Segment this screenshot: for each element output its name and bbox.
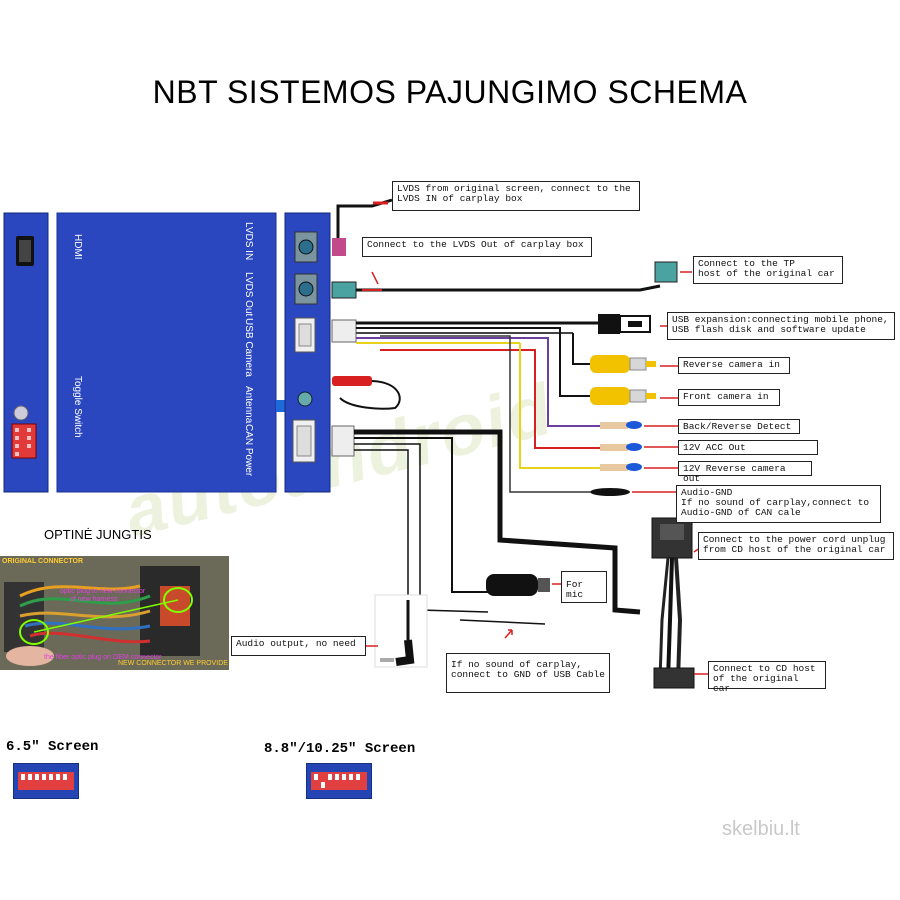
box-connector-panel (284, 212, 331, 493)
site-watermark: skelbiu.lt (722, 818, 800, 840)
callout-lvds-out: Connect to the LVDS Out of carplay box (362, 237, 592, 257)
callout-front-camera-in: Front camera in (678, 389, 780, 406)
callout-12v-acc-out: 12V ACC Out (678, 440, 818, 455)
callout-for-mic: For mic (561, 571, 607, 603)
box-front-panel (3, 212, 49, 493)
callout-no-sound-usb-gnd: If no sound of carplay, connect to GND o… (446, 653, 610, 693)
dip-switch-small (13, 763, 79, 799)
optic-note-3: the fiber optic plug on OEM connector (44, 654, 162, 661)
label-usb-camera: USB Camera (243, 318, 254, 377)
dip-switch-large (306, 763, 372, 799)
toggle-knob (13, 405, 29, 421)
screen-large-label: 8.8"/10.25" Screen (264, 741, 416, 757)
label-antenna: Antenna (243, 386, 254, 424)
box-top-panel (56, 212, 277, 493)
callout-back-reverse-detect: Back/Reverse Detect (678, 419, 800, 434)
label-lvds-out: LVDS Out (243, 272, 254, 317)
optic-heading: OPTINĖ JUNGTIS (44, 527, 152, 542)
optic-original-label: ORIGINAL CONNECTOR (2, 558, 84, 565)
callout-lvds-from-screen: LVDS from original screen, connect to th… (392, 181, 640, 211)
callout-usb-expansion: USB expansion:connecting mobile phone, U… (667, 312, 895, 340)
diagram-title: NBT SISTEMOS PAJUNGIMO SCHEMA (152, 74, 748, 110)
label-lvds-in: LVDS IN (243, 222, 254, 261)
optic-connector-photo: ORIGINAL CONNECTOR optic plug to new con… (0, 556, 229, 670)
label-hdmi: HDMI (72, 234, 83, 260)
label-toggle-switch: Toggle Switch (72, 376, 83, 438)
optic-note-1: optic plug to new connector (60, 588, 146, 595)
screen-small-label: 6.5" Screen (6, 739, 99, 755)
callout-12v-reverse-camera-out: 12V Reverse camera out (678, 461, 812, 484)
callout-tp-host: Connect to the TP host of the original c… (693, 256, 843, 284)
optic-note-4: NEW CONNECTOR WE PROVIDE (118, 660, 228, 667)
callout-audio-gnd: Audio-GND If no sound of carplay,connect… (676, 485, 881, 523)
callout-reverse-camera-in: Reverse camera in (678, 357, 790, 374)
label-can-power: CAN Power (243, 424, 254, 477)
callout-cd-host: Connect to CD host of the original car (708, 661, 826, 694)
callout-power-cord: Connect to the power cord unplug from CD… (698, 532, 894, 560)
callout-audio-output: Audio output, no need (231, 636, 366, 656)
optic-note-2: of new harness (70, 596, 118, 603)
